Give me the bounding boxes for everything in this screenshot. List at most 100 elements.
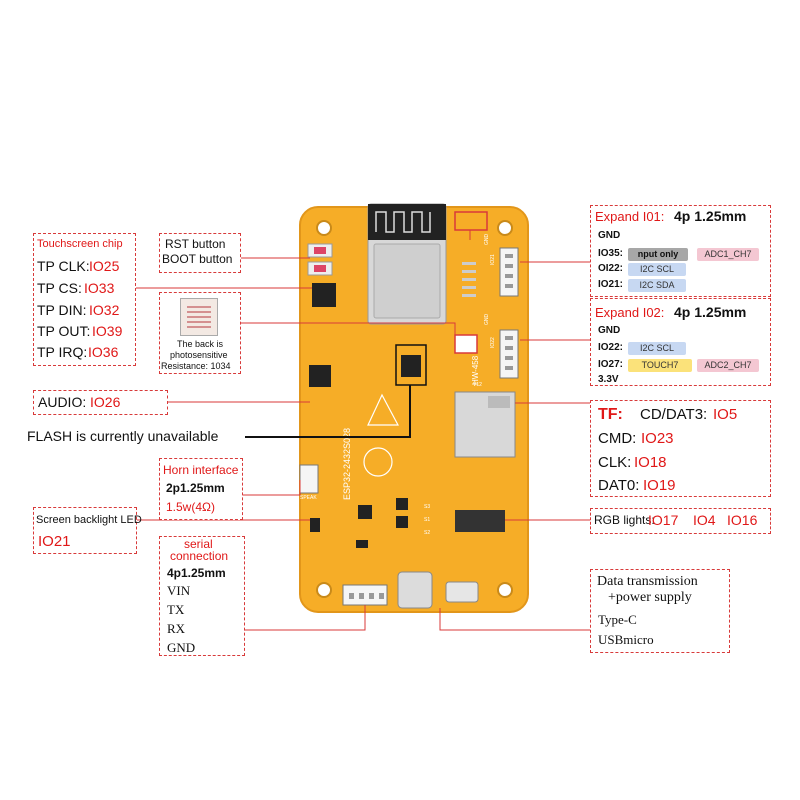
expand-io1-io22: OI22: <box>598 263 624 274</box>
silk-s2: S2 <box>424 530 430 536</box>
expand-io1-io21: IO21: <box>598 279 624 290</box>
expand-io1-spec: 4p 1.25mm <box>674 208 747 224</box>
tp-cs-pin: IO33 <box>84 280 115 296</box>
tf-dat0-label: DAT0: <box>598 477 640 494</box>
flash-leader <box>245 385 411 438</box>
expand-io2-io27: IO27: <box>598 359 624 370</box>
serial-pin-rx: RX <box>167 621 186 636</box>
expand-io1-title: Expand I01: <box>595 209 665 224</box>
silk-speak: SPEAK <box>300 495 317 501</box>
tf-card-slot <box>454 391 516 458</box>
small-components <box>310 498 408 548</box>
tp-din-label: TP DIN: <box>37 302 87 318</box>
serial-pin-tx: TX <box>167 602 185 617</box>
rohs-logo <box>363 393 399 477</box>
tp-clk-label: TP CLK: <box>37 258 90 274</box>
tf-cd-pin: IO5 <box>713 406 738 423</box>
serial-title1: serial <box>184 537 213 551</box>
audio-pin: IO26 <box>90 394 121 410</box>
usb-micro-port <box>445 581 479 603</box>
speaker-connector <box>299 464 319 494</box>
horn-title: Horn interface <box>163 463 239 477</box>
audio-label: AUDIO: <box>38 394 87 410</box>
serial-spec: 4p1.25mm <box>167 566 226 580</box>
datatx-title2: +power supply <box>608 590 692 605</box>
expand-io2-connector <box>499 329 519 379</box>
silk-io-top: IO21 <box>490 254 496 265</box>
tp-irq-pin: IO36 <box>88 344 119 360</box>
buttons-box <box>159 233 241 273</box>
pad-column <box>462 262 476 297</box>
expand-io2-io22: IO22: <box>598 342 624 353</box>
silk-gnd-top: GND <box>484 234 490 246</box>
audio-chip <box>309 365 331 387</box>
io22-i2c-scl-tag-2: I2C SCL <box>628 342 686 355</box>
tp-clk-pin: IO25 <box>89 258 120 274</box>
expand-io2-3v3: 3.3V <box>598 374 619 385</box>
rgb-box <box>590 508 771 534</box>
silk-s3: S3 <box>424 504 430 510</box>
datatx-box <box>590 569 730 653</box>
rgb-pin-17: IO17 <box>648 512 679 528</box>
tp-irq-label: TP IRQ: <box>37 344 88 360</box>
boot-button-label: BOOT button <box>162 252 233 266</box>
serial-box <box>159 536 245 656</box>
rst-button-label: RST button <box>165 237 226 251</box>
tf-clk-label: CLK: <box>598 454 632 471</box>
type-c-port <box>397 571 433 609</box>
io27-adc-tag: ADC2_CH7 <box>697 359 759 372</box>
touch-chip <box>312 283 336 307</box>
board-silk: ESP32-2432S028 <box>342 428 352 500</box>
tf-cmd-pin: IO23 <box>641 430 674 447</box>
buttons-on-board <box>307 243 333 276</box>
expand-io1-gnd: GND <box>598 230 621 241</box>
serial-title2: connection <box>170 549 229 563</box>
tf-clk-pin: IO18 <box>634 454 667 471</box>
rgb-label: RGB lights: <box>594 513 655 527</box>
io35-adc-tag: ADC1_CH7 <box>697 248 759 261</box>
serial-pin-vin: VIN <box>167 583 191 598</box>
touch-chip-box <box>33 233 136 366</box>
datatx-title1: Data transmission <box>597 574 698 589</box>
tp-out-label: TP OUT: <box>37 323 91 339</box>
tf-box <box>590 400 771 497</box>
serial-connector <box>342 584 388 606</box>
flash-note: FLASH is currently unavailable <box>27 428 219 444</box>
expand-io2-title: Expand I02: <box>595 305 665 320</box>
backlight-pin: IO21 <box>38 533 71 550</box>
tf-cmd-label: CMD: <box>598 430 637 447</box>
silk-v12: V12 <box>473 382 482 388</box>
io21-i2c-sda-tag: I2C SDA <box>628 279 686 292</box>
photoresistor-spot <box>454 334 478 354</box>
tf-title: TF: <box>598 406 623 423</box>
board-model: HW-458 <box>471 355 480 385</box>
tf-dat0-pin: IO19 <box>643 477 676 494</box>
rgb-led-strip <box>455 510 505 532</box>
photoresistor-image <box>180 298 218 336</box>
io27-touch-tag: TOUCH7 <box>628 359 692 372</box>
io35-input-only-tag: nput only <box>628 248 688 261</box>
horn-box <box>159 458 243 520</box>
photo-line3: Resistance: 1034 <box>161 361 231 371</box>
esp32-module <box>367 203 447 325</box>
audio-box <box>33 390 168 415</box>
datatx-usbmicro: USBmicro <box>598 632 654 647</box>
silk-io-mid: IO22 <box>490 337 496 348</box>
silk-gnd-mid: GND <box>484 314 490 326</box>
backlight-box <box>33 507 137 554</box>
datatx-typec: Type-C <box>598 612 637 627</box>
expand-io2-spec: 4p 1.25mm <box>674 304 747 320</box>
horn-spec: 2p1.25mm <box>166 481 225 495</box>
touch-chip-title: Touchscreen chip <box>37 238 123 250</box>
tp-out-pin: IO39 <box>92 323 123 339</box>
backlight-title: Screen backlight LED <box>36 514 142 526</box>
rgb-pin-4: IO4 <box>693 512 716 528</box>
expand-io1-connector <box>499 247 519 297</box>
horn-power: 1.5w(4Ω) <box>166 500 215 514</box>
mounting-holes <box>316 220 513 598</box>
silk-s1: S1 <box>424 517 430 523</box>
rgb-pin-16: IO16 <box>727 512 758 528</box>
photo-line1: The back is <box>177 339 224 349</box>
photo-line2: photosensitive <box>170 350 228 360</box>
